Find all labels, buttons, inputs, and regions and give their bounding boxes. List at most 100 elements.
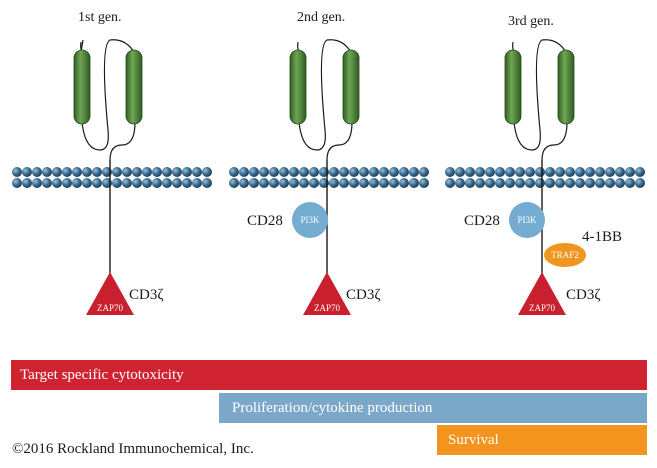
membrane-bead	[515, 178, 525, 188]
membrane-bead	[545, 167, 555, 177]
membrane-bead	[309, 167, 319, 177]
gen2-zap70-triangle	[303, 272, 351, 315]
membrane-bead	[379, 178, 389, 188]
gen2-pi3k-circle	[292, 202, 328, 238]
bar-survival-label: Survival	[448, 431, 499, 448]
membrane-bead	[82, 178, 92, 188]
membrane-bead	[575, 167, 585, 177]
membrane-bead	[369, 178, 379, 188]
membrane-bead	[12, 178, 22, 188]
gen3-extra-label: 4-1BB	[582, 229, 622, 245]
membrane-bead	[329, 167, 339, 177]
membrane-bead	[132, 178, 142, 188]
membrane-bead	[485, 167, 495, 177]
membrane-bead	[635, 178, 645, 188]
membrane-bead	[369, 167, 379, 177]
membrane-bead	[62, 178, 72, 188]
membrane-bead	[72, 167, 82, 177]
membrane-bead	[202, 167, 212, 177]
membrane-bead	[42, 178, 52, 188]
membrane-bead	[465, 178, 475, 188]
bar-proliferation: Proliferation/cytokine production	[219, 393, 647, 423]
membrane-bead	[92, 178, 102, 188]
membrane-bead	[289, 178, 299, 188]
membrane-bead	[475, 178, 485, 188]
membrane-bead	[122, 167, 132, 177]
membrane-bead	[299, 167, 309, 177]
membrane-bead	[279, 178, 289, 188]
gen3-helix-1	[504, 49, 522, 125]
gen2-zap70-label: ZAP70	[314, 303, 341, 313]
membrane-bead	[52, 178, 62, 188]
membrane-bead	[495, 167, 505, 177]
gen2-pi3k-label: PI3K	[300, 215, 320, 225]
membrane-bead	[515, 167, 525, 177]
membrane-bead	[22, 167, 32, 177]
membrane-bead	[162, 178, 172, 188]
membrane-bead	[259, 167, 269, 177]
gen2-helix-1	[289, 49, 307, 125]
gen2-title: 2nd gen.	[297, 10, 345, 25]
membrane-bead	[455, 167, 465, 177]
membrane-bead	[12, 167, 22, 177]
membrane-bead	[409, 178, 419, 188]
membrane-bead	[555, 178, 565, 188]
gen3-helix-2	[557, 49, 575, 125]
membrane-bead	[72, 178, 82, 188]
gen2-costim-label: CD28	[247, 213, 283, 229]
membrane-bead	[229, 178, 239, 188]
membrane-bead	[359, 178, 369, 188]
membrane-bead	[152, 167, 162, 177]
membrane-bead	[495, 178, 505, 188]
membrane-bead	[279, 167, 289, 177]
membrane-bead	[565, 178, 575, 188]
gen3-zap70-triangle	[518, 272, 566, 315]
membrane-bead	[142, 167, 152, 177]
membrane-bead	[535, 167, 545, 177]
gen3-title: 3rd gen.	[508, 14, 554, 29]
bar-cytotoxicity: Target specific cytotoxicity	[11, 360, 647, 390]
membrane-bead	[309, 178, 319, 188]
gen1-zap70-triangle	[86, 272, 134, 315]
membrane-bead	[349, 178, 359, 188]
gen2-membrane	[229, 167, 429, 188]
membrane-bead	[445, 178, 455, 188]
membrane-bead	[112, 178, 122, 188]
gen2-construct: 2nd gen. PI3K CD28 ZAP70 CD3ζ	[229, 10, 429, 315]
membrane-bead	[249, 178, 259, 188]
membrane-bead	[339, 178, 349, 188]
membrane-bead	[419, 178, 429, 188]
membrane-bead	[585, 167, 595, 177]
membrane-bead	[399, 178, 409, 188]
gen1-helix-1	[73, 49, 91, 125]
membrane-bead	[192, 167, 202, 177]
membrane-bead	[22, 178, 32, 188]
membrane-bead	[605, 167, 615, 177]
membrane-bead	[635, 167, 645, 177]
membrane-bead	[455, 178, 465, 188]
membrane-bead	[52, 167, 62, 177]
membrane-bead	[269, 167, 279, 177]
membrane-bead	[565, 167, 575, 177]
membrane-bead	[239, 178, 249, 188]
membrane-bead	[299, 178, 309, 188]
membrane-bead	[192, 178, 202, 188]
gen3-construct: 3rd gen. PI3K CD28 TRAF2 4-1BB ZAP70 CD3…	[445, 14, 645, 315]
membrane-bead	[595, 167, 605, 177]
membrane-bead	[615, 167, 625, 177]
membrane-bead	[162, 167, 172, 177]
membrane-bead	[485, 178, 495, 188]
membrane-bead	[399, 167, 409, 177]
membrane-bead	[389, 167, 399, 177]
membrane-bead	[615, 178, 625, 188]
gen1-construct: 1st gen. ZAP70 CD3ζ	[12, 10, 212, 315]
membrane-bead	[172, 178, 182, 188]
membrane-bead	[112, 167, 122, 177]
membrane-bead	[32, 167, 42, 177]
membrane-bead	[409, 167, 419, 177]
gen2-signal-label: CD3ζ	[346, 287, 381, 303]
membrane-bead	[122, 178, 132, 188]
gen3-traf2-label: TRAF2	[551, 250, 579, 260]
membrane-bead	[289, 167, 299, 177]
membrane-bead	[475, 167, 485, 177]
